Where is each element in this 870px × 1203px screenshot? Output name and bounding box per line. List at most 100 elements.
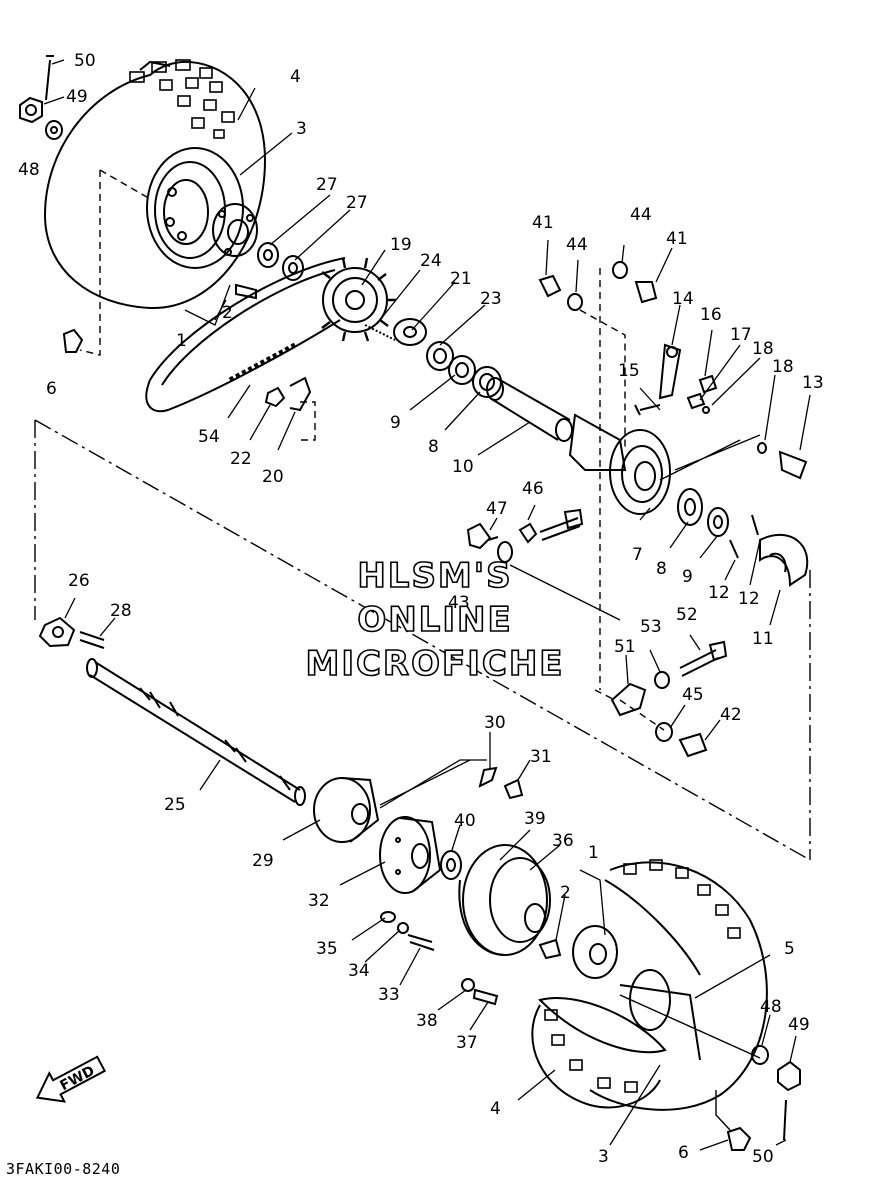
callout-48: 48 [18,160,40,180]
callout-36: 36 [552,831,574,851]
callout-51: 51 [614,637,636,657]
bolts-mid [466,508,621,621]
callout-12: 12 [738,589,760,609]
hub-bearings-upper [364,318,502,398]
callout-23: 23 [480,289,502,309]
callout-40: 40 [454,811,476,831]
callout-29: 29 [252,851,274,871]
lever-parts [594,640,728,758]
callout-6: 6 [678,1143,689,1163]
callout-50: 50 [74,51,96,71]
callout-41: 41 [532,213,554,233]
callout-12: 12 [708,583,730,603]
callout-49: 49 [66,87,88,107]
rear-axle [86,658,306,806]
seal-40 [440,850,462,880]
callout-41: 41 [666,229,688,249]
callout-49: 49 [788,1015,810,1035]
watermark-line2: ONLINE [357,599,513,641]
brake-shoe [729,514,809,587]
callout-53: 53 [640,617,662,637]
callout-34: 34 [348,961,370,981]
callout-4: 4 [490,1099,501,1119]
rim-lower [538,879,701,1061]
callout-8: 8 [428,437,439,457]
callout-1: 1 [176,331,187,351]
wheel-fasteners-lower [619,994,801,1151]
callout-2: 2 [222,303,233,323]
callout-2: 2 [560,883,571,903]
callout-50: 50 [752,1147,774,1167]
callout-18: 18 [772,357,794,377]
hub-lower [538,925,618,979]
callout-8: 8 [656,559,667,579]
callout-45: 45 [682,685,704,705]
callout-1: 1 [588,843,599,863]
hub-nut-upper [235,242,304,300]
callout-9: 9 [390,413,401,433]
chain [145,257,346,413]
sprocket [321,257,396,342]
callout-18: 18 [752,339,774,359]
callout-7: 7 [632,545,643,565]
tire-upper [43,59,267,310]
callout-37: 37 [456,1033,478,1053]
callout-54: 54 [198,427,220,447]
axle-hub-left [38,616,105,649]
drum-29 [313,777,380,843]
spacer-tube [486,377,573,442]
small-lower-hw [380,766,524,1006]
callout-24: 24 [420,251,442,271]
callout-6: 6 [46,379,57,399]
drum-32 [379,816,442,894]
callout-26: 26 [68,571,90,591]
fwd-arrow-icon: FWD [35,1055,107,1103]
callout-14: 14 [672,289,694,309]
tire-lower [531,859,768,1111]
rim-upper [146,147,244,269]
callout-3: 3 [598,1147,609,1167]
watermark-line1: HLSM'S [357,555,513,597]
brake-arm-parts [538,261,808,690]
small-hardware [264,376,316,441]
callout-22: 22 [230,449,252,469]
callout-17: 17 [730,325,752,345]
callout-30: 30 [484,713,506,733]
callout-52: 52 [676,605,698,625]
callout-15: 15 [618,361,640,381]
callout-38: 38 [416,1011,438,1031]
callout-20: 20 [262,467,284,487]
hub-upper [212,203,258,257]
callout-19: 19 [390,235,412,255]
callout-44: 44 [630,205,652,225]
callout-42: 42 [720,705,742,725]
callout-10: 10 [452,457,474,477]
drum-36 [458,844,551,956]
callout-27: 27 [346,193,368,213]
callout-5: 5 [784,939,795,959]
callout-25: 25 [164,795,186,815]
callout-28: 28 [110,601,132,621]
callout-4: 4 [290,67,301,87]
callout-33: 33 [378,985,400,1005]
callout-11: 11 [752,629,774,649]
diagram-code: 3FAKI00-8240 [6,1160,121,1178]
callout-35: 35 [316,939,338,959]
callout-39: 39 [524,809,546,829]
callout-16: 16 [700,305,722,325]
callout-43: 43 [448,593,470,613]
callout-47: 47 [486,499,508,519]
callout-21: 21 [450,269,472,289]
callout-46: 46 [522,479,544,499]
rear-bearings-right [677,488,729,537]
callout-9: 9 [682,567,693,587]
callout-31: 31 [530,747,552,767]
callout-27: 27 [316,175,338,195]
callout-13: 13 [802,373,824,393]
watermark-line3: MICROFICHE [305,643,565,685]
brake-housing [568,413,671,515]
wheel-fasteners-upper [19,55,84,353]
callout-44: 44 [566,235,588,255]
callout-48: 48 [760,997,782,1017]
